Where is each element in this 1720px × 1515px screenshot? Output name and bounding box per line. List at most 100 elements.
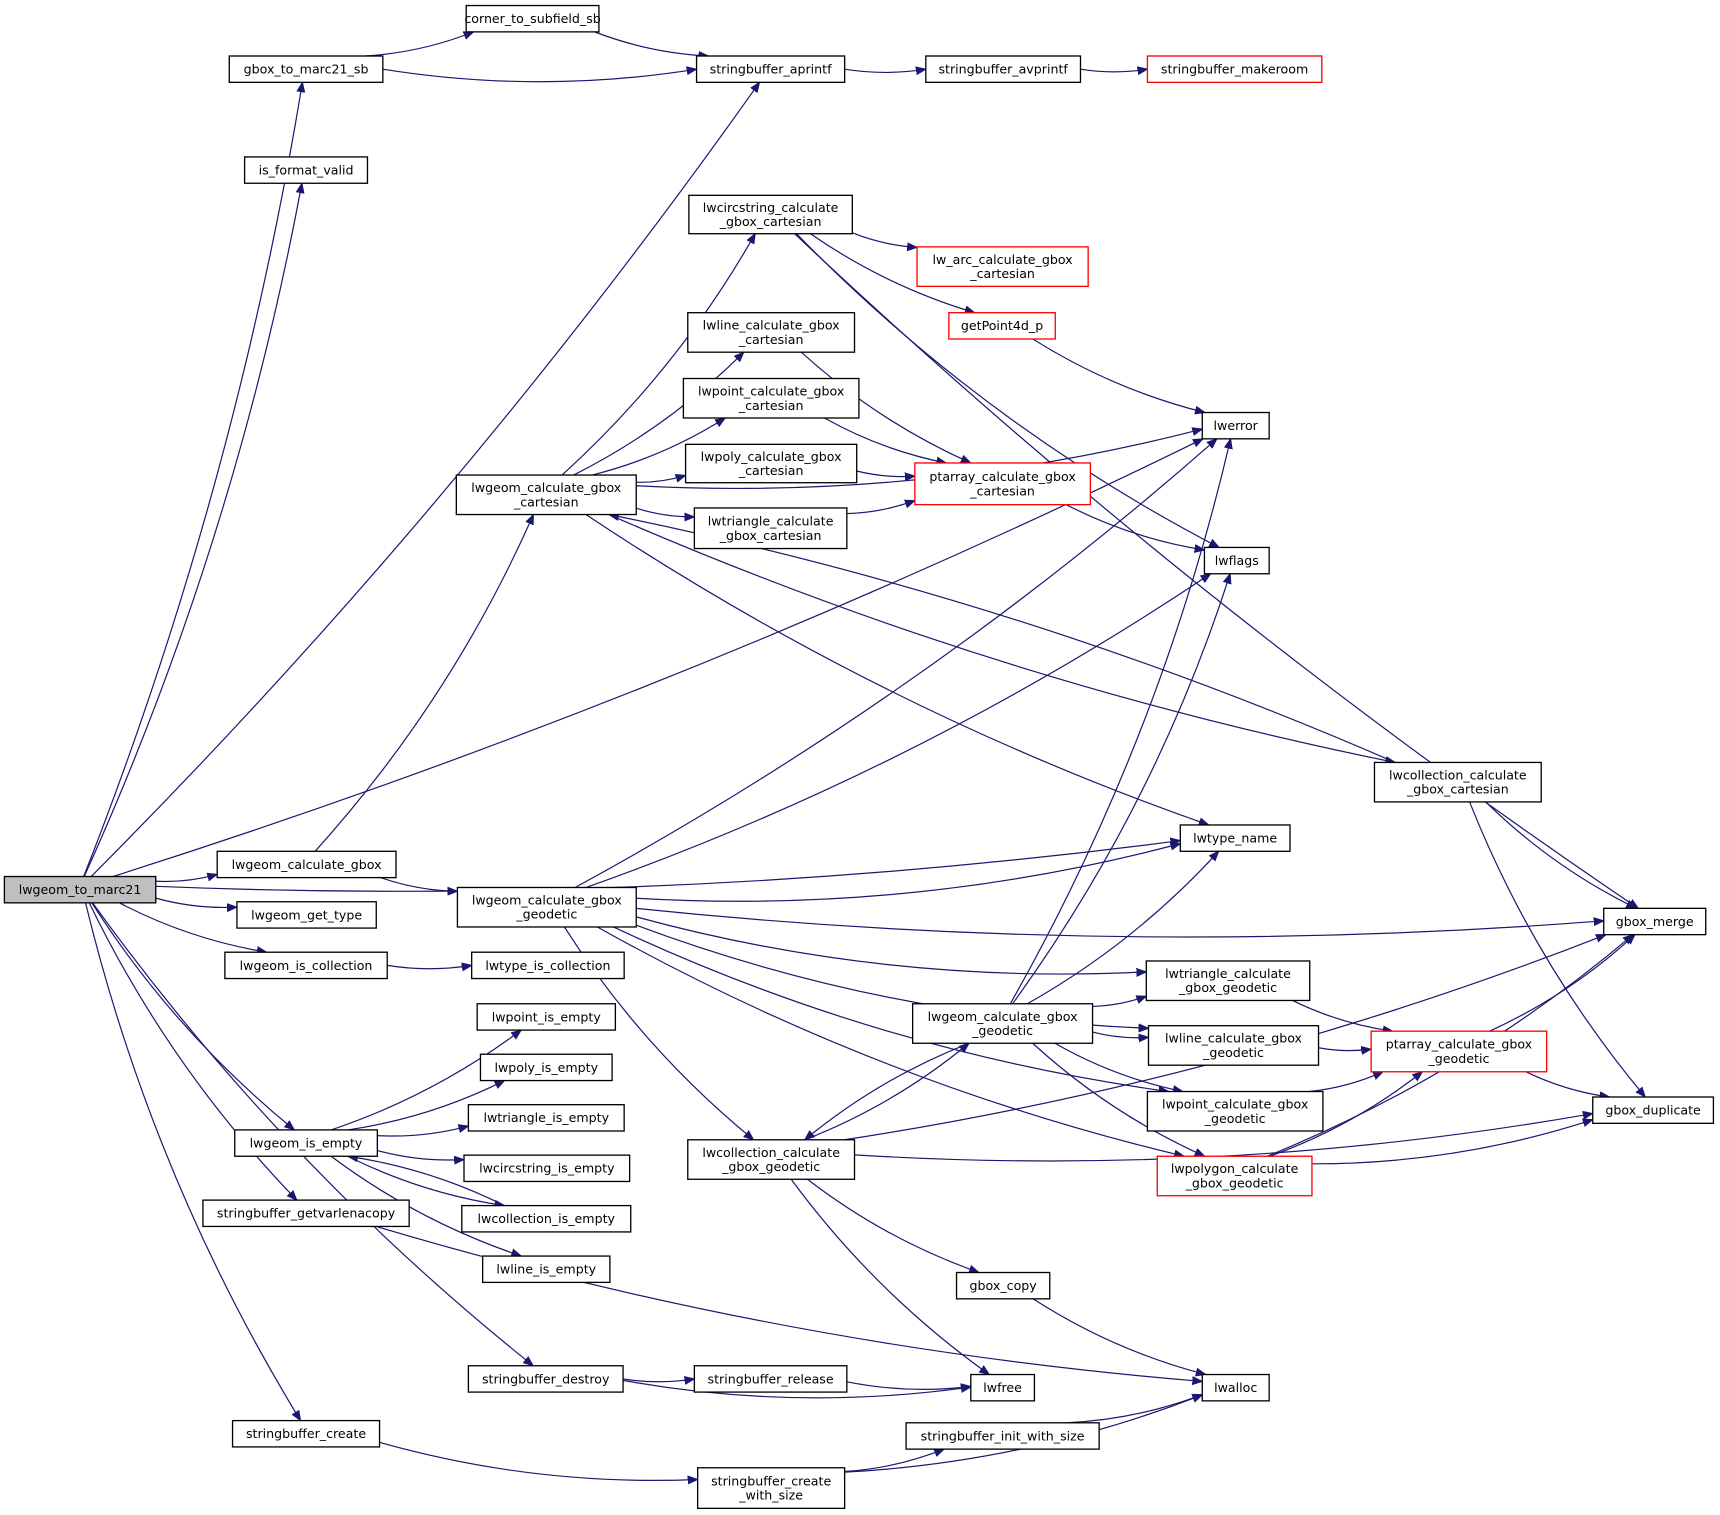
node-label: _cartesian bbox=[738, 463, 804, 478]
function-node[interactable]: lwline_calculate_gbox_cartesian bbox=[687, 312, 856, 353]
function-node[interactable]: lwcollection_is_empty bbox=[461, 1204, 632, 1233]
function-node[interactable]: lwgeom_calculate_gbox_cartesian bbox=[455, 474, 637, 516]
function-node[interactable]: lwgeom_calculate_gbox_geodetic bbox=[911, 1003, 1094, 1044]
function-node[interactable]: stringbuffer_init_with_size bbox=[905, 1422, 1100, 1450]
call-edge bbox=[585, 574, 1210, 889]
function-node[interactable]: gbox_merge bbox=[1603, 907, 1707, 936]
node-label: lwpoly_is_empty bbox=[494, 1060, 598, 1075]
node-label: _gbox_cartesian bbox=[719, 214, 822, 229]
function-node[interactable]: lwtype_name bbox=[1179, 824, 1291, 852]
function-node[interactable]: lwcollection_calculate_gbox_geodetic bbox=[687, 1139, 856, 1180]
function-node[interactable]: lwtype_is_collection bbox=[471, 951, 625, 980]
call-edge bbox=[1469, 801, 1646, 1097]
call-edge bbox=[1318, 1048, 1372, 1051]
function-node[interactable]: lwalloc bbox=[1201, 1373, 1270, 1402]
function-node[interactable]: stringbuffer_aprintf bbox=[695, 55, 846, 83]
function-node[interactable]: corner_to_subfield_sb bbox=[464, 4, 601, 33]
node-label: _cartesian bbox=[513, 494, 579, 509]
function-node[interactable]: lwpolygon_calculate_gbox_geodetic bbox=[1156, 1155, 1313, 1197]
node-box bbox=[693, 1365, 848, 1393]
call-edge bbox=[804, 1043, 969, 1141]
function-node[interactable]: lwgeom_calculate_gbox_geodetic bbox=[456, 886, 637, 928]
function-node[interactable]: lwpoint_calculate_gbox_cartesian bbox=[682, 377, 860, 419]
node-label: stringbuffer_release bbox=[708, 1371, 834, 1386]
function-node[interactable]: lwgeom_get_type bbox=[236, 901, 377, 929]
function-node[interactable]: gbox_to_marc21_sb bbox=[228, 55, 384, 83]
node-box bbox=[1201, 1373, 1270, 1402]
node-label: _gbox_geodetic bbox=[1185, 1176, 1284, 1191]
node-label: lwgeom_is_empty bbox=[250, 1135, 363, 1150]
node-box bbox=[682, 377, 860, 419]
node-box bbox=[1146, 55, 1323, 83]
function-node[interactable]: lwpoint_calculate_gbox_geodetic bbox=[1146, 1090, 1324, 1132]
node-box bbox=[916, 246, 1089, 288]
call-edge bbox=[1525, 1071, 1609, 1097]
function-node[interactable]: lwtriangle_calculate_gbox_geodetic bbox=[1145, 960, 1311, 1002]
node-box bbox=[1592, 1096, 1715, 1124]
function-node[interactable]: lwline_is_empty bbox=[481, 1255, 611, 1284]
function-node[interactable]: gbox_copy bbox=[955, 1271, 1051, 1300]
function-node[interactable]: stringbuffer_destroy bbox=[467, 1365, 624, 1393]
node-label: lwline_is_empty bbox=[496, 1262, 596, 1277]
node-box bbox=[688, 194, 853, 235]
call-edge bbox=[365, 31, 473, 57]
function-node[interactable]: gbox_duplicate bbox=[1592, 1096, 1715, 1124]
node-label: _geodetic bbox=[1202, 1045, 1264, 1060]
call-edge bbox=[1311, 1120, 1593, 1165]
node-box bbox=[231, 1419, 381, 1448]
call-edge bbox=[380, 877, 458, 892]
function-node[interactable]: lwpoly_calculate_gbox_cartesian bbox=[684, 443, 858, 484]
function-node[interactable]: stringbuffer_avprintf bbox=[925, 55, 1082, 83]
function-node[interactable]: lwtriangle_is_empty bbox=[467, 1104, 625, 1132]
function-node[interactable]: lwpoint_is_empty bbox=[476, 1003, 617, 1031]
function-node[interactable]: getPoint4d_p bbox=[948, 312, 1056, 340]
function-node[interactable]: lwfree bbox=[970, 1373, 1036, 1402]
function-node[interactable]: lwgeom_calculate_gbox bbox=[216, 850, 397, 879]
function-node[interactable]: lwpoly_is_empty bbox=[479, 1053, 613, 1082]
call-edge bbox=[636, 844, 1180, 902]
call-edge bbox=[609, 515, 1396, 763]
call-edge bbox=[377, 1149, 464, 1160]
node-label: gbox_copy bbox=[970, 1278, 1038, 1293]
function-node[interactable]: stringbuffer_create bbox=[231, 1419, 381, 1448]
node-label: lw_arc_calculate_gbox bbox=[933, 252, 1074, 267]
function-node[interactable]: ptarray_calculate_gbox_geodetic bbox=[1370, 1030, 1548, 1073]
function-node[interactable]: lwline_calculate_gbox_geodetic bbox=[1147, 1025, 1320, 1066]
function-node[interactable]: stringbuffer_makeroom bbox=[1146, 55, 1323, 83]
function-node[interactable]: lwerror bbox=[1201, 411, 1270, 440]
function-node[interactable]: stringbuffer_release bbox=[693, 1365, 848, 1393]
call-edge bbox=[800, 351, 970, 464]
node-box bbox=[3, 875, 157, 904]
node-box bbox=[1179, 824, 1291, 852]
node-box bbox=[467, 1104, 625, 1132]
call-edge bbox=[844, 1448, 944, 1473]
call-edge bbox=[91, 902, 294, 1130]
node-box bbox=[695, 55, 846, 83]
function-node[interactable]: lwcircstring_calculate_gbox_cartesian bbox=[688, 194, 853, 235]
call-edge bbox=[314, 515, 535, 852]
node-label: lwcircstring_is_empty bbox=[479, 1161, 615, 1176]
function-node[interactable]: lwgeom_is_empty bbox=[234, 1129, 379, 1157]
node-label: lwtype_is_collection bbox=[485, 958, 610, 973]
function-node[interactable]: stringbuffer_create_with_size bbox=[696, 1467, 846, 1510]
function-node[interactable]: lwflags bbox=[1203, 546, 1270, 575]
function-node[interactable]: stringbuffer_getvarlenacopy bbox=[202, 1199, 410, 1228]
function-node[interactable]: ptarray_calculate_gbox_cartesian bbox=[914, 462, 1092, 506]
node-label: lwpolygon_calculate bbox=[1171, 1161, 1299, 1176]
node-label: lwline_calculate_gbox bbox=[1165, 1031, 1303, 1046]
call-edge bbox=[1080, 69, 1147, 72]
call-edge bbox=[574, 439, 1217, 889]
call-edge bbox=[155, 841, 1181, 892]
function-node[interactable]: lwcircstring_is_empty bbox=[463, 1154, 631, 1183]
node-label: stringbuffer_getvarlenacopy bbox=[217, 1206, 396, 1221]
function-node[interactable]: lwgeom_is_collection bbox=[224, 951, 388, 980]
node-box bbox=[467, 1365, 624, 1393]
function-node[interactable]: is_format_valid bbox=[243, 156, 369, 184]
function-node[interactable]: lwcollection_calculate_gbox_cartesian bbox=[1373, 761, 1542, 803]
node-box bbox=[955, 1271, 1051, 1300]
function-node[interactable]: lw_arc_calculate_gbox_cartesian bbox=[916, 246, 1089, 288]
node-label: ptarray_calculate_gbox bbox=[1386, 1037, 1533, 1052]
function-node[interactable]: lwgeom_to_marc21 bbox=[3, 875, 157, 904]
node-label: stringbuffer_create bbox=[246, 1426, 366, 1441]
function-node[interactable]: lwtriangle_calculate_gbox_cartesian bbox=[693, 507, 848, 550]
